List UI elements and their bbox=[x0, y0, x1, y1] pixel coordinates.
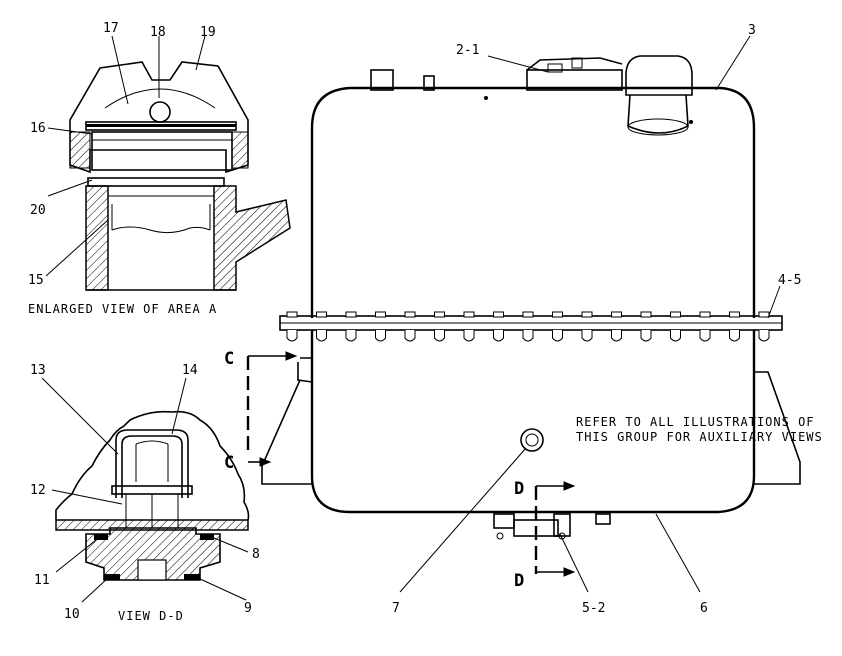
bolt-head bbox=[404, 311, 416, 318]
caption-view-dd: VIEW D-D bbox=[118, 609, 184, 623]
area-a-leaders bbox=[45, 35, 206, 277]
bolt-nut bbox=[699, 330, 711, 342]
bolt-head bbox=[758, 311, 770, 318]
bolt-head bbox=[552, 311, 563, 318]
callout-20: 20 bbox=[30, 203, 46, 218]
bolt-head bbox=[375, 311, 386, 318]
view-d-d bbox=[55, 410, 250, 581]
bolt-head bbox=[611, 311, 622, 318]
bolt-nut bbox=[552, 330, 563, 342]
callout-3: 3 bbox=[748, 23, 756, 38]
callout-12: 12 bbox=[30, 483, 46, 498]
fuel-tank bbox=[261, 55, 801, 540]
callout-8: 8 bbox=[252, 547, 260, 562]
bolt-head bbox=[434, 311, 445, 318]
tank-leaders bbox=[399, 35, 781, 593]
section-mark-d-top: D bbox=[514, 479, 524, 499]
callout-10: 10 bbox=[64, 607, 80, 622]
callout-2-1: 2-1 bbox=[456, 43, 479, 58]
callout-18: 18 bbox=[150, 25, 166, 40]
bolt-nut bbox=[375, 330, 386, 342]
section-mark-c-top: C bbox=[224, 349, 234, 369]
bolt-nut bbox=[404, 330, 416, 342]
callout-16: 16 bbox=[30, 121, 46, 136]
section-line-c bbox=[246, 351, 298, 467]
callout-4-5: 4-5 bbox=[778, 273, 801, 288]
note-line-1: REFER TO ALL ILLUSTRATIONS OF bbox=[576, 415, 815, 429]
callout-15: 15 bbox=[28, 273, 44, 288]
callout-11: 11 bbox=[34, 573, 50, 588]
bolt-nut bbox=[316, 330, 327, 342]
caption-area-a: ENLARGED VIEW OF AREA A bbox=[28, 302, 217, 316]
bolt-nut bbox=[758, 330, 770, 342]
bolt-head bbox=[463, 311, 475, 318]
section-mark-d-bottom: D bbox=[514, 571, 524, 591]
bolt-head bbox=[522, 311, 534, 318]
callout-6: 6 bbox=[700, 601, 708, 616]
bolt-nut bbox=[581, 330, 593, 342]
bolt-head bbox=[493, 311, 504, 318]
callout-5-2: 5-2 bbox=[582, 601, 605, 616]
bolt-nut bbox=[345, 330, 357, 342]
bolt-nut bbox=[286, 330, 298, 342]
section-line-d bbox=[534, 481, 576, 577]
bolt-nut bbox=[640, 330, 652, 342]
enlarged-view-area-a bbox=[69, 61, 291, 291]
callout-14: 14 bbox=[182, 363, 198, 378]
callout-17: 17 bbox=[103, 21, 119, 36]
bolt-head bbox=[699, 311, 711, 318]
drain-plug bbox=[520, 428, 544, 452]
section-mark-c-bottom: C bbox=[224, 453, 234, 473]
bolt-nut bbox=[611, 330, 622, 342]
bolt-head bbox=[640, 311, 652, 318]
callout-19: 19 bbox=[200, 25, 216, 40]
bolt-nut bbox=[522, 330, 534, 342]
bolt-nut bbox=[670, 330, 681, 342]
note-line-2: THIS GROUP FOR AUXILIARY VIEWS bbox=[576, 430, 823, 444]
bolt-head bbox=[581, 311, 593, 318]
check-ball bbox=[149, 101, 171, 123]
bolt-nut bbox=[493, 330, 504, 342]
view-dd-leaders bbox=[41, 377, 249, 603]
bolt-head bbox=[286, 311, 298, 318]
callout-7: 7 bbox=[392, 601, 400, 616]
bolt-head bbox=[670, 311, 681, 318]
callout-13: 13 bbox=[30, 363, 46, 378]
bolt-nut bbox=[729, 330, 740, 342]
bolt-head bbox=[729, 311, 740, 318]
bolt-head bbox=[345, 311, 357, 318]
callout-9: 9 bbox=[244, 601, 252, 616]
flange-bolts bbox=[286, 311, 770, 342]
bolt-nut bbox=[463, 330, 475, 342]
bolt-head bbox=[316, 311, 327, 318]
bolt-nut bbox=[434, 330, 445, 342]
